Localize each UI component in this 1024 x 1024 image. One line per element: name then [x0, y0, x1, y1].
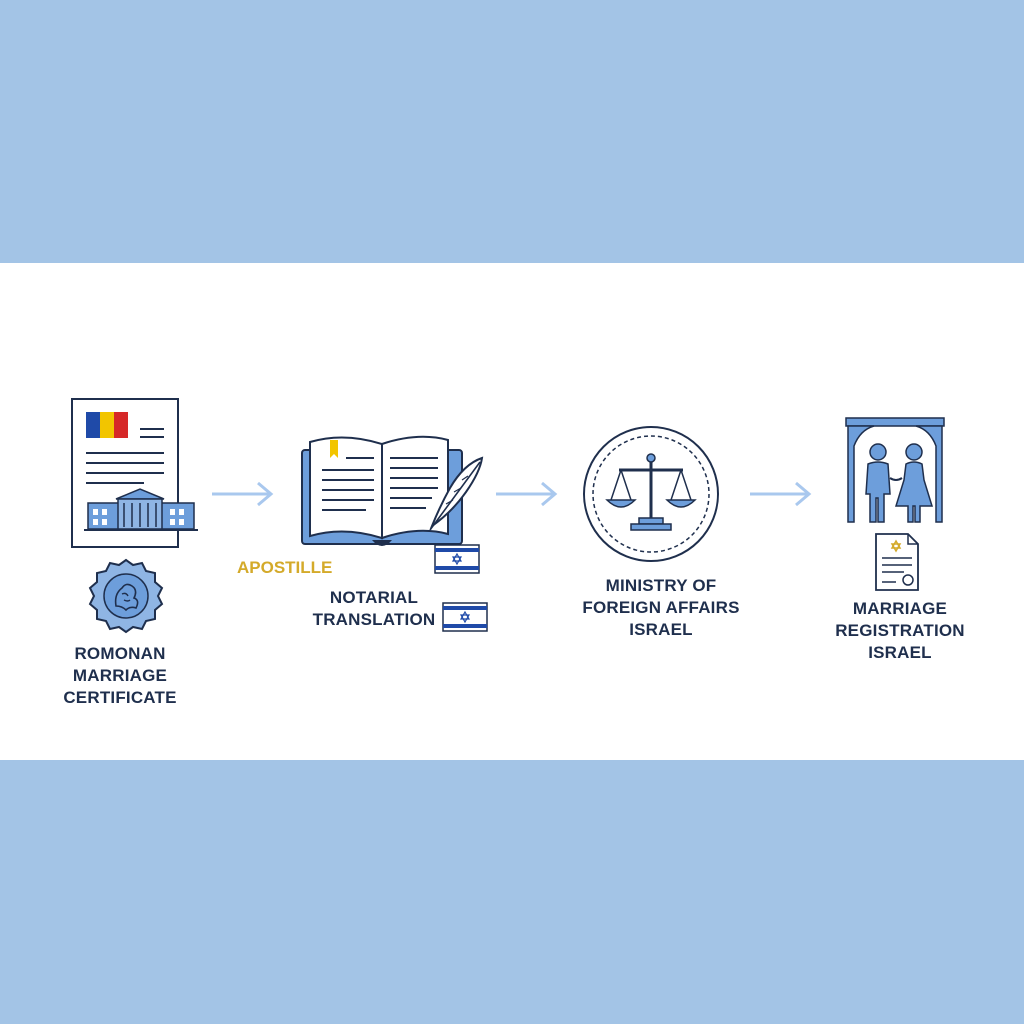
top-band	[0, 0, 1024, 263]
certificate-icon	[875, 533, 919, 591]
arrow-right-icon	[750, 481, 812, 507]
couple-icon	[845, 417, 945, 523]
step-2-label: NOTARIAL TRANSLATION	[312, 588, 436, 629]
step-4-label: MARRIAGE REGISTRATION ISRAEL	[835, 599, 965, 662]
step-1-label: ROMONAN MARRIAGE CERTIFICATE	[63, 644, 177, 707]
scales-icon	[583, 426, 719, 562]
open-book-icon	[301, 435, 484, 546]
israel-flag-icon	[442, 602, 488, 632]
document-icon	[71, 398, 198, 548]
arrow-right-icon	[496, 481, 558, 507]
wax-seal-icon	[88, 558, 164, 634]
apostille-badge: APOSTILLE	[237, 558, 333, 577]
quill-icon	[429, 456, 484, 531]
building-icon	[84, 488, 198, 531]
bottom-band	[0, 760, 1024, 1024]
arrow-right-icon	[212, 481, 274, 507]
israel-flag-icon	[434, 544, 480, 574]
step-3-label: MINISTRY OF FOREIGN AFFAIRS ISRAEL	[582, 576, 740, 639]
